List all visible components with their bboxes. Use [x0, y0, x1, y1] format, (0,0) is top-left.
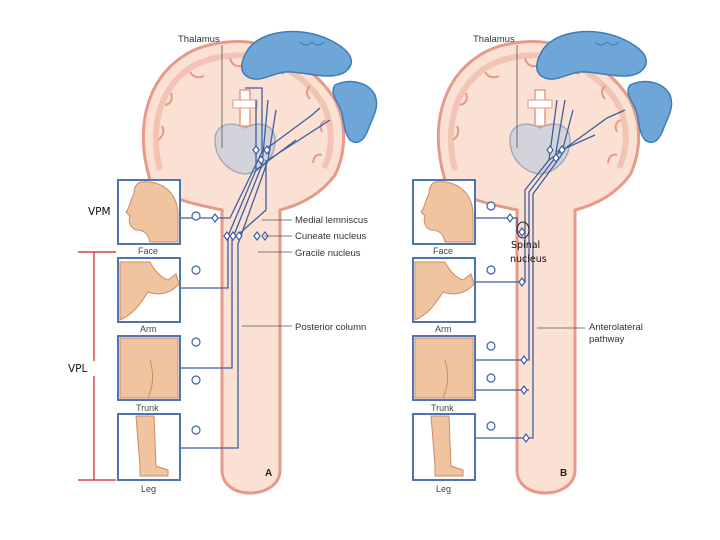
synapse-diamond-icon [558, 145, 566, 155]
synapse-diamond-icon [552, 153, 560, 163]
anterolateral-label-line2: pathway [589, 334, 625, 345]
face-icon [125, 181, 179, 243]
synapse-diamond-icon [506, 213, 514, 223]
neuron-cell-body-icon [486, 421, 496, 431]
neuron-cell-body-icon [486, 201, 496, 211]
anterolateral-label-line1: Anterolateral [589, 322, 643, 333]
neuron-cell-bodies-a [191, 211, 201, 435]
neuron-cell-body-icon [191, 211, 201, 221]
leg-icon [135, 415, 169, 477]
body-part-label: Leg [141, 484, 156, 494]
vpl-label: VPL [68, 363, 88, 375]
spinal-nucleus-label-line2: nucleus [510, 254, 547, 265]
cuneate-nucleus-label: Cuneate nucleus [295, 231, 367, 242]
thalamus-label-b: Thalamus [473, 34, 515, 45]
synapse-diamond-icon [253, 231, 261, 241]
spinal-nucleus-circle [516, 221, 530, 239]
panel-letter-b: B [560, 468, 567, 479]
vpl-label-bg [66, 361, 96, 376]
neuron-cell-body-icon [191, 265, 201, 275]
synapse-diamond-icon [520, 385, 528, 395]
neuron-cell-body-icon [191, 375, 201, 385]
synapse-diamond-icon [263, 145, 271, 155]
synapse-diamond-icon [235, 231, 243, 241]
neuron-cell-body-icon [191, 425, 201, 435]
face-icon [420, 181, 474, 243]
body-part-label: Face [433, 246, 453, 256]
neuron-cell-bodies-b [486, 201, 496, 431]
body-part-boxes-b: Face Arm Trunk Leg [412, 179, 476, 494]
trunk-icon [119, 337, 179, 399]
neuron-cell-body-icon [486, 265, 496, 275]
leg-icon [430, 415, 464, 477]
synapse-diamond-icon [522, 433, 530, 443]
panel-b: Thalamus [412, 30, 673, 495]
arm-icon [119, 261, 180, 321]
synapse-diamond-icon [546, 145, 554, 155]
gracile-nucleus-label: Gracile nucleus [295, 248, 361, 259]
medial-lemniscus-label: Medial lemniscus [295, 215, 368, 226]
body-part-label: Trunk [431, 403, 454, 413]
body-part-boxes-a: Face Arm Trunk Leg [117, 179, 181, 494]
body-part-label: Face [138, 246, 158, 256]
arm-icon [414, 261, 475, 321]
synapse-diamond-icon [257, 155, 265, 165]
label-leaders-a [242, 219, 292, 327]
panel-letter-a: A [265, 468, 272, 479]
cerebellum-a [240, 30, 378, 144]
synapse-diamond-icon [518, 277, 526, 287]
synapse-diamond-icon [520, 355, 528, 365]
panel-a: Thalamus [117, 30, 378, 495]
thalamus-label-a: Thalamus [178, 34, 220, 45]
posterior-column-label: Posterior column [295, 322, 366, 333]
synapse-diamond-icon [252, 145, 260, 155]
body-part-label: Arm [140, 324, 157, 334]
neuron-cell-body-icon [191, 337, 201, 347]
cerebellum-b [535, 30, 673, 144]
synapse-markers-a [211, 145, 271, 241]
body-part-label: Leg [436, 484, 451, 494]
body-part-label: Trunk [136, 403, 159, 413]
anterolateral-pathways-b [443, 99, 626, 439]
spinal-nucleus-label-line1: Spinal [511, 240, 540, 251]
synapse-diamond-icon [518, 227, 526, 237]
trunk-icon [414, 337, 474, 399]
synapse-diamond-icon [211, 213, 219, 223]
neuron-cell-body-icon [486, 373, 496, 383]
synapse-markers-b [506, 145, 566, 443]
vpm-label: VPM [88, 206, 111, 218]
neuron-cell-body-icon [486, 341, 496, 351]
body-part-label: Arm [435, 324, 452, 334]
